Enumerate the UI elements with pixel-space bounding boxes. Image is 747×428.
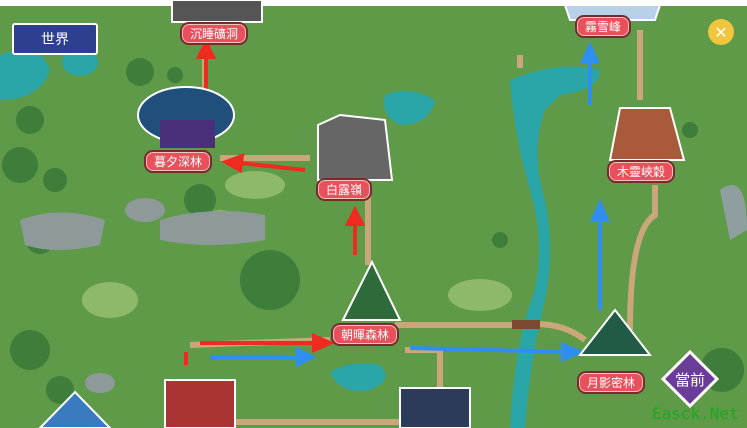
palm-trees-icon: [577, 308, 653, 356]
location-wood-spirit-canyon[interactable]: 木靈峽穀: [607, 160, 676, 183]
mountain-icon: [38, 390, 112, 428]
blue-route-arrows: [210, 41, 611, 368]
house-icon: [164, 379, 236, 428]
close-button[interactable]: ✕: [708, 19, 734, 45]
location-white-dew-ridge[interactable]: 白露嶺: [316, 178, 373, 201]
cliff-icon: [317, 113, 394, 181]
temple-icon: [399, 387, 471, 428]
location-moon-shadow-forest[interactable]: 月影密林: [577, 371, 646, 394]
rock-stack-icon: [608, 107, 686, 161]
location-mist-snow-peak[interactable]: 霧雪峰: [575, 15, 632, 38]
location-mine[interactable]: 沉睡礦洞: [180, 22, 249, 45]
location-dusk-forest[interactable]: 暮夕深林: [144, 150, 213, 173]
red-route-arrows: [184, 38, 366, 365]
lakes: [0, 48, 747, 428]
world-button[interactable]: 世界: [12, 23, 98, 55]
light-bushes: [82, 171, 512, 318]
current-location-marker: 當前: [660, 349, 720, 409]
bridge: [512, 320, 540, 329]
location-art: [38, 0, 686, 428]
rocks: [20, 198, 265, 393]
current-marker-label: 當前: [674, 370, 705, 389]
close-icon: ✕: [714, 22, 728, 42]
watermark: Easck.Net: [652, 404, 739, 423]
pine-trees-icon: [341, 259, 402, 321]
location-dawn-forest[interactable]: 朝暉森林: [331, 323, 400, 346]
mine-icon: [171, 0, 263, 23]
world-button-label: 世界: [41, 32, 69, 48]
